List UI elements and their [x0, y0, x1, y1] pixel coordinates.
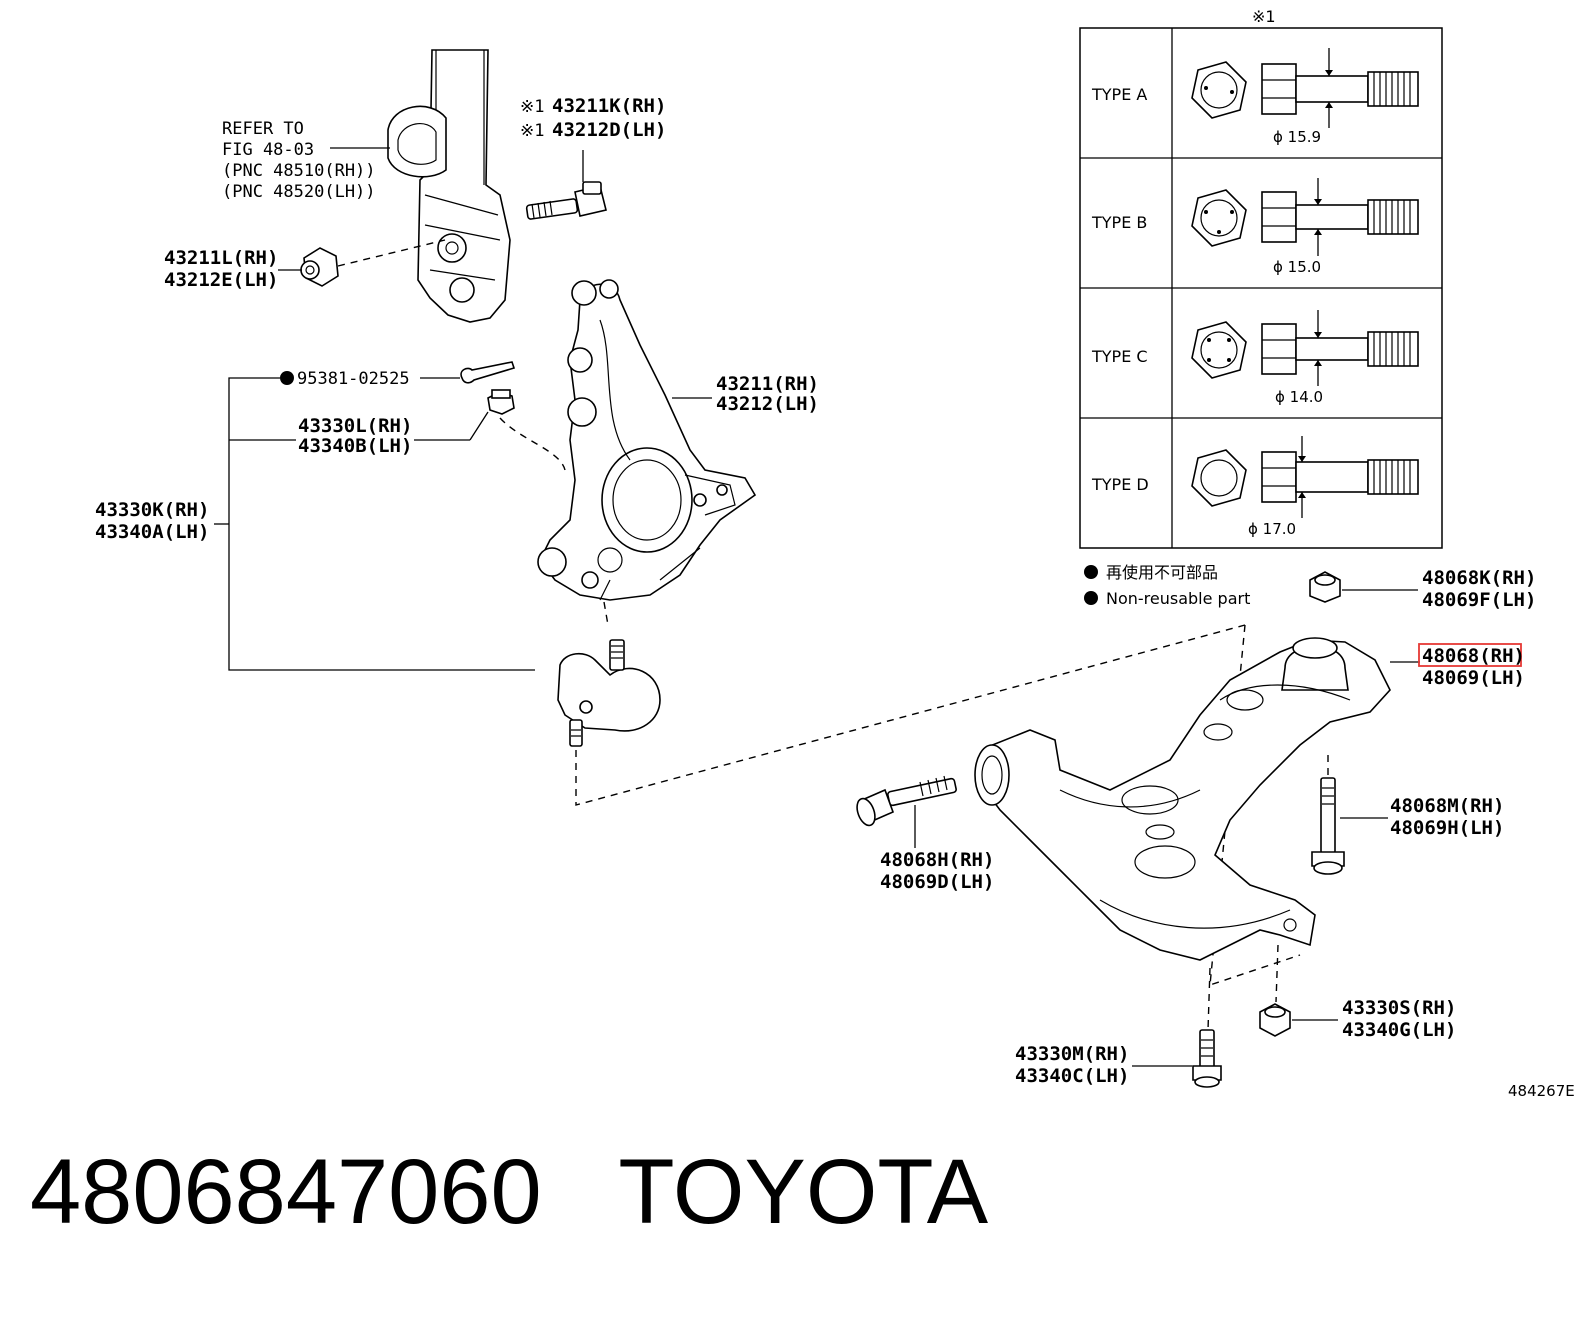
label-48069: 48069(LH): [1422, 667, 1525, 689]
label-48068: 48068(RH): [1422, 645, 1525, 667]
arm-horizontal-bolt: [856, 775, 957, 848]
label-43211K: 43211K(RH): [552, 95, 666, 117]
label-48069H: 48069H(LH): [1390, 817, 1504, 839]
steering-knuckle: [537, 279, 757, 626]
ball-joint: [557, 639, 661, 747]
rear-nut: [1259, 944, 1338, 1037]
footer: 4806847060 TOYOTA: [30, 1140, 988, 1245]
label-48069D: 48069D(LH): [880, 871, 994, 893]
table-header: ※1: [1252, 7, 1276, 26]
note-mark: ※1: [520, 121, 544, 141]
label-43211L: 43211L(RH): [164, 247, 278, 269]
label-43212E: 43212E(LH): [164, 269, 278, 291]
part-number: 4806847060: [30, 1141, 542, 1243]
refer-line: REFER TO: [222, 119, 304, 139]
legend-dot: [1084, 565, 1098, 579]
label-95381: 95381-02525: [297, 369, 410, 389]
table-row: TYPE C ϕ 14.0: [1091, 310, 1419, 406]
locator-line: [575, 624, 1246, 806]
label-43330L: 43330L(RH): [298, 415, 412, 437]
diameter-label: ϕ 15.0: [1273, 258, 1321, 276]
type-label: TYPE C: [1091, 347, 1148, 366]
label-43330S: 43330S(RH): [1342, 997, 1456, 1019]
refer-line: FIG 48-03: [222, 140, 314, 160]
parts-diagram: REFER TO FIG 48-03 (PNC 48510(RH)) (PNC …: [95, 7, 1575, 1100]
non-reusable-dot: [280, 371, 294, 385]
figure-id: 484267E: [1508, 1082, 1575, 1100]
bolt-type-table: ※1 TYPE A ϕ 15.9 TYPE B: [1079, 7, 1443, 549]
brand-name: TOYOTA: [618, 1141, 989, 1243]
label-48068M: 48068M(RH): [1390, 795, 1504, 817]
label-43340B: 43340B(LH): [298, 435, 412, 457]
legend-jp: 再使用不可部品: [1106, 563, 1218, 582]
ball-joint-bracket: [214, 377, 535, 671]
legend: 再使用不可部品 Non-reusable part: [1084, 563, 1250, 608]
label-48068H: 48068H(RH): [880, 849, 994, 871]
highlight-box: [1418, 643, 1522, 667]
cotter-pin: [420, 361, 516, 384]
refer-note: REFER TO FIG 48-03 (PNC 48510(RH)) (PNC …: [222, 119, 376, 202]
label-43330M: 43330M(RH): [1015, 1043, 1129, 1065]
label-43212: 43212(LH): [716, 393, 819, 415]
note-mark: ※1: [520, 97, 544, 117]
table-row: TYPE A ϕ 15.9: [1091, 48, 1419, 146]
label-43330K: 43330K(RH): [95, 499, 209, 521]
arm-vertical-bolt: [1311, 755, 1388, 875]
label-48069F: 48069F(LH): [1422, 589, 1536, 611]
strut-assembly: [330, 49, 511, 323]
rear-bolt: [1132, 967, 1222, 1088]
label-43340C: 43340C(LH): [1015, 1065, 1129, 1087]
type-label: TYPE B: [1091, 213, 1147, 232]
arm-nut: [1309, 571, 1418, 603]
label-43340G: 43340G(LH): [1342, 1019, 1456, 1041]
label-43212D: 43212D(LH): [552, 119, 666, 141]
strut-bolt: [525, 150, 607, 220]
type-label: TYPE A: [1091, 85, 1147, 104]
table-row: TYPE D ϕ 17.0: [1091, 436, 1419, 538]
label-43211: 43211(RH): [716, 373, 819, 395]
diameter-label: ϕ 17.0: [1248, 520, 1296, 538]
legend-en: Non-reusable part: [1106, 589, 1250, 608]
lower-control-arm: [974, 637, 1420, 961]
table-row: TYPE B ϕ 15.0: [1091, 178, 1419, 276]
refer-line: (PNC 48510(RH)): [222, 161, 376, 181]
strut-nut: [278, 239, 446, 287]
castle-nut: [414, 389, 566, 471]
diameter-label: ϕ 15.9: [1273, 128, 1321, 146]
label-43340A: 43340A(LH): [95, 521, 209, 543]
type-label: TYPE D: [1091, 475, 1149, 494]
diameter-label: ϕ 14.0: [1275, 388, 1323, 406]
legend-dot: [1084, 591, 1098, 605]
label-48068K: 48068K(RH): [1422, 567, 1536, 589]
refer-line: (PNC 48520(LH)): [222, 182, 376, 202]
